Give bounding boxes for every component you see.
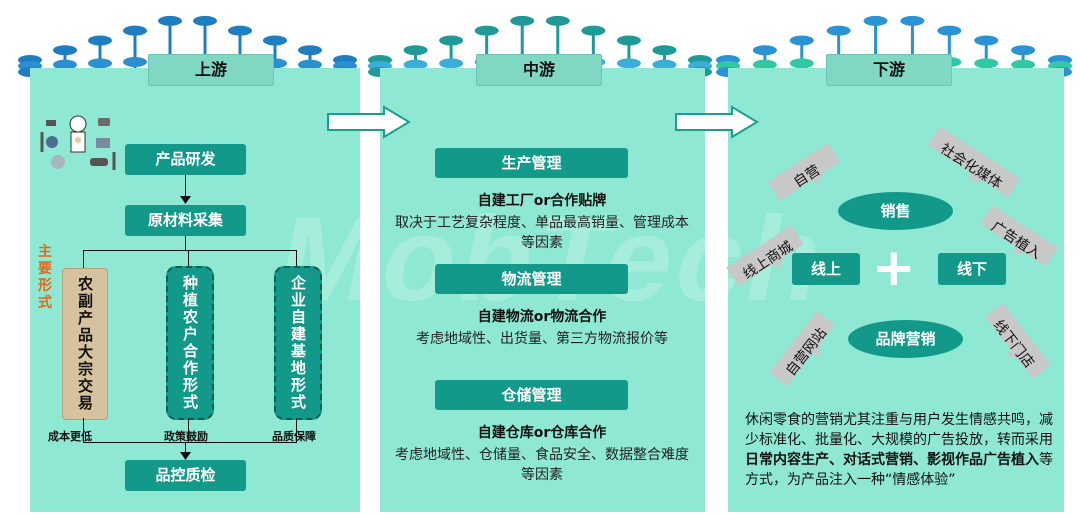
pin-disc [88, 58, 112, 69]
production-mgmt-desc: 取决于工艺复杂程度、单品最高销量、管理成本等因素 [395, 215, 689, 251]
form-self-base: 企业自建基地形式 [274, 266, 322, 420]
arrowhead [180, 452, 191, 460]
caption-policy: 政策鼓励 [164, 430, 208, 443]
pin-disc [439, 58, 464, 69]
pin-disc [88, 35, 112, 46]
production-mgmt-title: 生产管理 [435, 148, 628, 178]
pin-disc [228, 25, 252, 36]
pin-disc [298, 59, 322, 70]
logistics-mgmt-bold: 自建物流or物流合作 [477, 309, 607, 325]
logistics-mgmt-desc: 考虑地域性、出货量、第三方物流报价等 [416, 331, 668, 347]
stage-midstream-label: 中游 [476, 54, 602, 86]
chef-tools-icon [40, 115, 116, 170]
plus-sign: + [872, 238, 916, 298]
connector [188, 418, 189, 442]
pin-disc [652, 59, 677, 70]
pin-disc [652, 45, 677, 56]
connector [83, 442, 297, 443]
connector [185, 236, 186, 250]
pin-disc [263, 35, 287, 46]
pin-disc [510, 15, 535, 26]
offline-box: 线下 [938, 253, 1006, 285]
connector [185, 175, 186, 199]
pin-disc [123, 25, 147, 36]
downstream-summary: 休闲零食的营销尤其注重与用户发生情感共鸣，减少标准化、批量化、大规模的广告投放，… [745, 410, 1055, 490]
warehouse-mgmt-desc: 考虑地域性、仓储量、食品安全、数据整合难度等因素 [395, 447, 689, 483]
sales-ellipse: 销售 [838, 192, 953, 230]
connector [296, 418, 297, 442]
pin-disc [789, 35, 814, 46]
connector [83, 418, 84, 442]
pin-disc [752, 45, 777, 56]
pin-disc [616, 35, 641, 46]
summary-pre: 休闲零食的营销尤其注重与用户发生情感共鸣，减少标准化、批量化、大规模的广告投放，… [745, 412, 1053, 448]
caption-quality: 品质保障 [272, 430, 316, 443]
pin-disc [581, 25, 606, 36]
pin-disc [1011, 45, 1036, 56]
warehouse-mgmt-bold: 自建仓库or仓库合作 [477, 425, 607, 441]
summary-bold: 日常内容生产、对话式营销、影视作品广告植入 [745, 452, 1039, 468]
pin-disc [298, 45, 322, 56]
qc-box: 品控质检 [125, 460, 246, 491]
form-farmer-cooperation: 种植农户合作形式 [166, 266, 214, 420]
pin-disc [474, 25, 499, 36]
pin-disc [403, 45, 428, 56]
connector [83, 250, 297, 251]
online-box: 线上 [792, 253, 860, 285]
connector [185, 442, 186, 454]
pin-disc [789, 58, 814, 69]
pin-disc [974, 35, 999, 46]
pin-disc [193, 15, 217, 26]
pin-disc [545, 15, 570, 26]
pin-disc [1011, 59, 1036, 70]
pin-disc [616, 58, 641, 69]
stage-downstream-label: 下游 [826, 54, 952, 86]
raw-material-box: 原材料采集 [125, 205, 246, 236]
stage-arrow-2 [675, 105, 759, 139]
pin-disc [974, 58, 999, 69]
downstream-panel [728, 68, 1064, 512]
pin-disc [752, 59, 777, 70]
logistics-mgmt-title: 物流管理 [435, 264, 628, 294]
pin-disc [826, 25, 851, 36]
stage-upstream-label: 上游 [148, 54, 274, 86]
form-bulk-trade: 农副产品大宗交易 [62, 268, 108, 420]
main-forms-label: 主要形式 [38, 244, 52, 311]
pin-disc [53, 45, 77, 56]
connector [83, 250, 84, 268]
production-mgmt-bold: 自建工厂or合作贴牌 [477, 193, 607, 209]
pin-disc [937, 25, 962, 36]
pin-disc [863, 15, 888, 26]
pin-disc [158, 15, 182, 26]
product-rd-box: 产品研发 [125, 144, 246, 175]
brand-marketing-ellipse: 品牌营销 [848, 320, 963, 358]
arrowhead [180, 196, 191, 204]
warehouse-mgmt-title: 仓储管理 [435, 380, 628, 410]
pin-disc [403, 59, 428, 70]
pin-disc [439, 35, 464, 46]
summary-post: 等方式，为产品注入一种“情感体验” [745, 452, 1053, 488]
pin-disc [53, 59, 77, 70]
connector [188, 250, 189, 268]
connector [296, 250, 297, 268]
pin-disc [123, 57, 147, 67]
stage-arrow-1 [327, 105, 411, 139]
pin-disc [900, 15, 925, 26]
caption-lower-cost: 成本更低 [48, 430, 92, 443]
